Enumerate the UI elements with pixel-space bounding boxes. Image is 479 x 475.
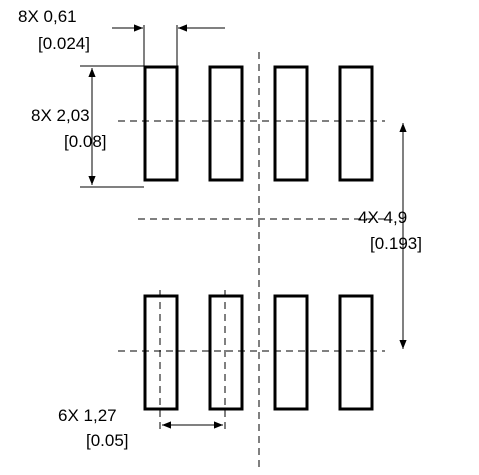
pad-top-2 [208, 65, 244, 182]
pad-width-label-inch: [0.024] [38, 34, 90, 53]
pitch-label-inch: [0.05] [86, 431, 129, 450]
pad-width-label: 8X 0,61 [18, 7, 77, 26]
pad-top-3 [273, 65, 309, 182]
pitch-label: 6X 1,27 [58, 406, 117, 425]
pad-bottom-4 [338, 294, 374, 411]
pad-bottom-2 [208, 294, 244, 411]
pad-length-label: 8X 2,03 [31, 106, 90, 125]
pad-top-1 [143, 65, 179, 182]
pad-length-label-inch: [0.08] [64, 132, 107, 151]
pad-bottom-3 [273, 294, 309, 411]
row-spacing-label-inch: [0.193] [370, 234, 422, 253]
pad-bottom-1 [143, 294, 179, 411]
row-spacing-label: 4X 4,9 [358, 208, 407, 227]
pad-top-4 [338, 65, 374, 182]
